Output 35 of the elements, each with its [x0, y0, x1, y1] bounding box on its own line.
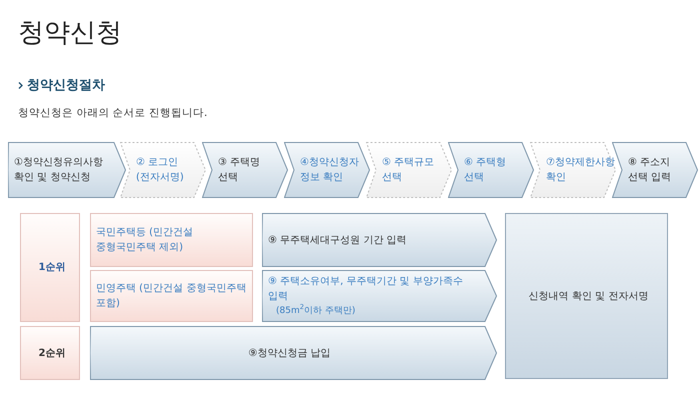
step-text: (85m$^{2}$이하 주택만) — [275, 304, 356, 318]
step-box — [20, 326, 80, 380]
step-text: ⑧ 주소지 선택 입력 — [628, 156, 672, 185]
step-text: ⑨ 무주택세대구성원 기간 입력 — [268, 234, 407, 248]
chevron-step — [366, 142, 452, 198]
step-text: 신청내역 확인 및 전자서명 — [528, 290, 648, 304]
step-box — [505, 213, 668, 379]
step-text: ①청약신청유의사항 확인 및 청약신청 — [14, 156, 104, 185]
chevron-step — [284, 142, 370, 198]
chevron-step — [8, 142, 126, 198]
step-text: ④청약신청자 정보 확인 — [300, 156, 359, 185]
step-text: ⑨ 주택소유여부, 무주택기간 및 부양가족수 입력 — [268, 274, 464, 304]
step-text: ⑨청약신청금 납입 — [248, 346, 331, 360]
step-text: ③ 주택명 선택 — [218, 156, 262, 185]
step-text: 1순위 — [38, 261, 66, 275]
page-title: 청약신청 — [18, 17, 122, 50]
intro-text: 청약신청은 아래의 순서로 진행됩니다. — [18, 106, 208, 121]
step-text: ⑦청약제한사항 확인 — [546, 156, 615, 185]
step-box — [90, 270, 253, 322]
step-text: 민영주택 (민간건설 중형국민주택 포함) — [96, 282, 248, 311]
step-box — [90, 213, 253, 267]
step-text: ⑥ 주택형 선택 — [464, 156, 508, 185]
step-box — [20, 213, 80, 322]
chevron-step — [120, 142, 206, 198]
step-text: 2순위 — [38, 346, 66, 360]
chevron-step — [262, 270, 497, 322]
chevron-step — [202, 142, 288, 198]
step-text: ② 로그인 (전자서명) — [136, 156, 185, 185]
step-text: 국민주택등 (민간건설 중형국민주택 제외) — [96, 226, 194, 255]
section-heading: 청약신청절차 — [18, 76, 105, 96]
step-text: ⑤ 주택규모 선택 — [382, 156, 436, 185]
chevron-step — [448, 142, 534, 198]
chevron-step — [90, 326, 497, 380]
chevron-step — [262, 213, 497, 267]
chevron-step — [530, 142, 616, 198]
